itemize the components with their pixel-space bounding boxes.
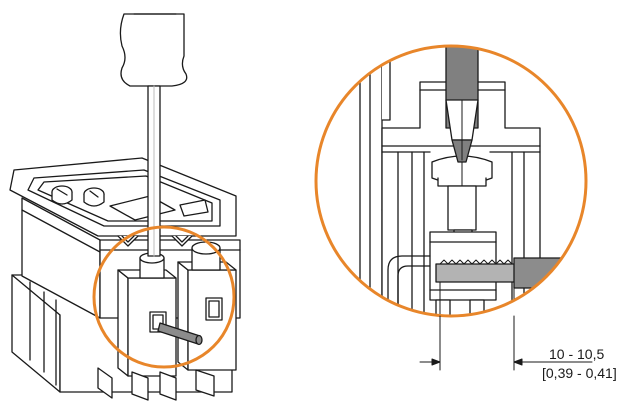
device-wire — [157, 322, 203, 346]
dimension-mm-label: 10 - 10,5 — [549, 346, 605, 362]
screwdriver-icon — [119, 13, 188, 257]
detail-highlight-circle — [314, 44, 588, 318]
dimension-annotation — [419, 315, 593, 371]
clamp-detail — [359, 46, 586, 316]
device-illustration — [9, 157, 241, 401]
device-highlight-circle — [92, 225, 236, 369]
dimension-inch-label: [0,39 - 0,41] — [542, 365, 617, 381]
detail-screwdriver-shaft — [445, 46, 479, 163]
terminal-block-left — [117, 252, 177, 377]
device-feet — [97, 367, 215, 401]
